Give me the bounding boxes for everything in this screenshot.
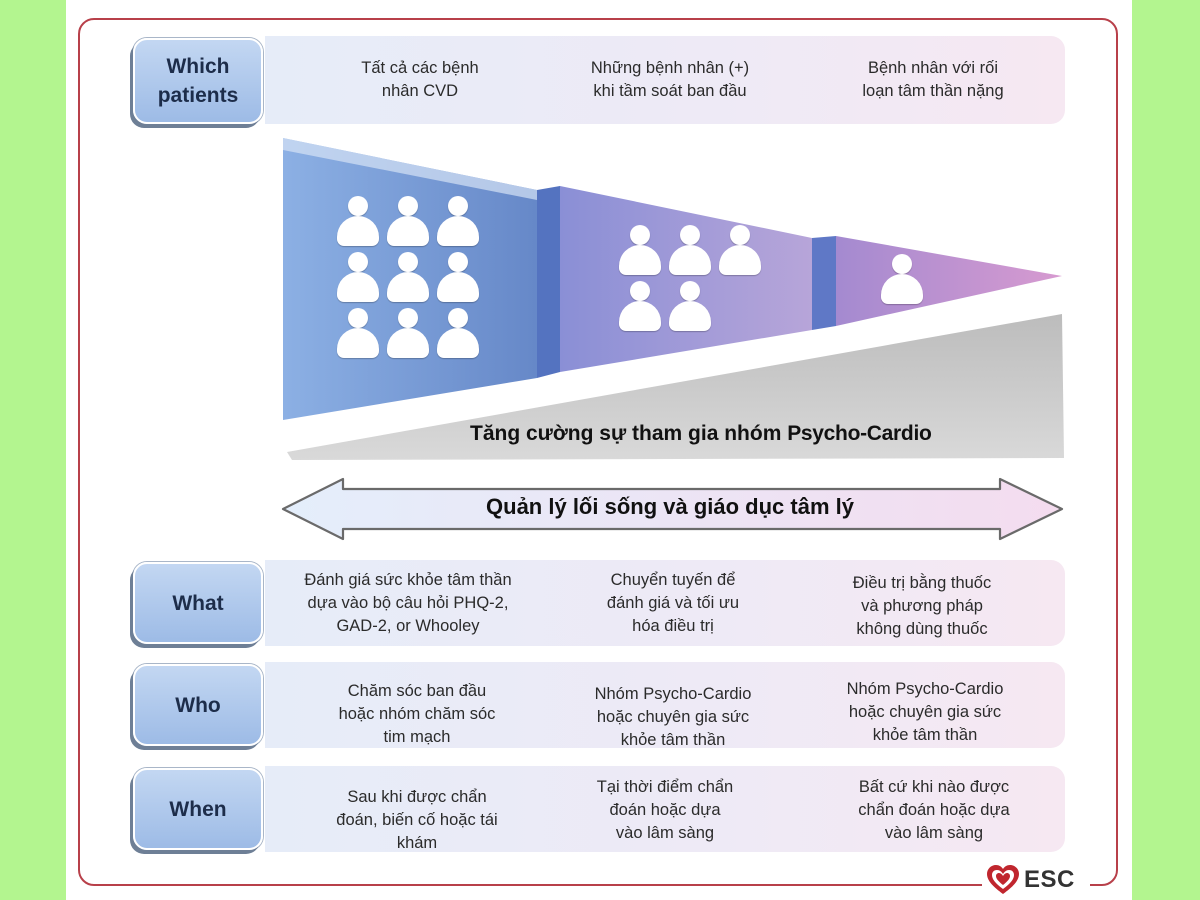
person-icon — [437, 196, 479, 248]
person-icon — [669, 281, 711, 333]
esc-logo: ESC — [982, 862, 1090, 898]
which-col-3: Bệnh nhân với rối loạn tâm thần nặng — [862, 59, 1004, 100]
funnel-connector-1 — [537, 186, 560, 378]
lifestyle-arrow — [281, 477, 1064, 541]
who-label: Who — [175, 693, 221, 717]
diagram-frame — [78, 18, 1118, 886]
what-col-2: Chuyển tuyến để đánh giá và tối ưu hóa đ… — [606, 571, 740, 635]
when-tag: When — [133, 768, 263, 850]
person-icon — [337, 252, 379, 304]
what-col-1: Đánh giá sức khỏe tâm thần dựa vào bộ câ… — [304, 571, 512, 635]
esc-logo-text: ESC — [1024, 866, 1075, 893]
person-icon — [719, 225, 761, 277]
person-icon — [387, 196, 429, 248]
who-tag: Who — [133, 664, 263, 746]
which-patients-band — [265, 36, 1065, 124]
when-col-3: Bất cứ khi nào được chẩn đoán hoặc dựa v… — [858, 778, 1010, 842]
who-band — [265, 662, 1065, 748]
when-col-2: Tại thời điểm chẩn đoán hoặc dựa vào lâm… — [596, 778, 734, 842]
person-icon — [437, 308, 479, 360]
person-icon — [337, 308, 379, 360]
when-band — [265, 766, 1065, 852]
person-icon — [387, 308, 429, 360]
funnel-segment-2 — [560, 186, 812, 372]
what-band — [265, 560, 1065, 646]
which-col-2: Những bệnh nhân (+) khi tầm soát ban đầu — [590, 59, 750, 100]
when-col-1: Sau khi được chẩn đoán, biến cố hoặc tái… — [336, 788, 498, 852]
which-col-1: Tất cả các bệnh nhân CVD — [361, 59, 479, 100]
engagement-strong: Psycho-Cardio — [787, 422, 932, 445]
engagement-wedge — [287, 314, 1064, 460]
heart-icon — [987, 865, 1019, 894]
arrow-label: Quản lý lối sống và giáo dục tâm lý — [486, 494, 854, 519]
engagement-label: Tăng cường sự tham gia nhóm Psycho-Cardi… — [470, 422, 1030, 446]
what-tag: What — [133, 562, 263, 644]
person-icon — [619, 281, 661, 333]
what-label: What — [172, 591, 224, 615]
funnel-connector-2 — [812, 236, 836, 330]
person-icon — [387, 252, 429, 304]
who-col-3: Nhóm Psycho-Cardio hoặc chuyên gia sức k… — [846, 680, 1004, 744]
person-icon — [337, 196, 379, 248]
person-icon — [669, 225, 711, 277]
person-icon — [619, 225, 661, 277]
person-icon — [437, 252, 479, 304]
engagement-prefix: Tăng cường sự tham gia nhóm — [470, 422, 788, 445]
what-col-3: Điều trị bằng thuốc và phương pháp không… — [852, 574, 992, 638]
when-label: When — [169, 797, 227, 821]
which-patients-tag: Which patients — [133, 38, 263, 124]
who-col-2: Nhóm Psycho-Cardio hoặc chuyên gia sức k… — [594, 685, 752, 749]
which-patients-label: Which patients — [157, 55, 239, 107]
funnel-segment-3 — [836, 236, 1062, 326]
person-icon — [881, 254, 923, 306]
who-col-1: Chăm sóc ban đầu hoặc nhóm chăm sóc tim … — [338, 682, 496, 746]
